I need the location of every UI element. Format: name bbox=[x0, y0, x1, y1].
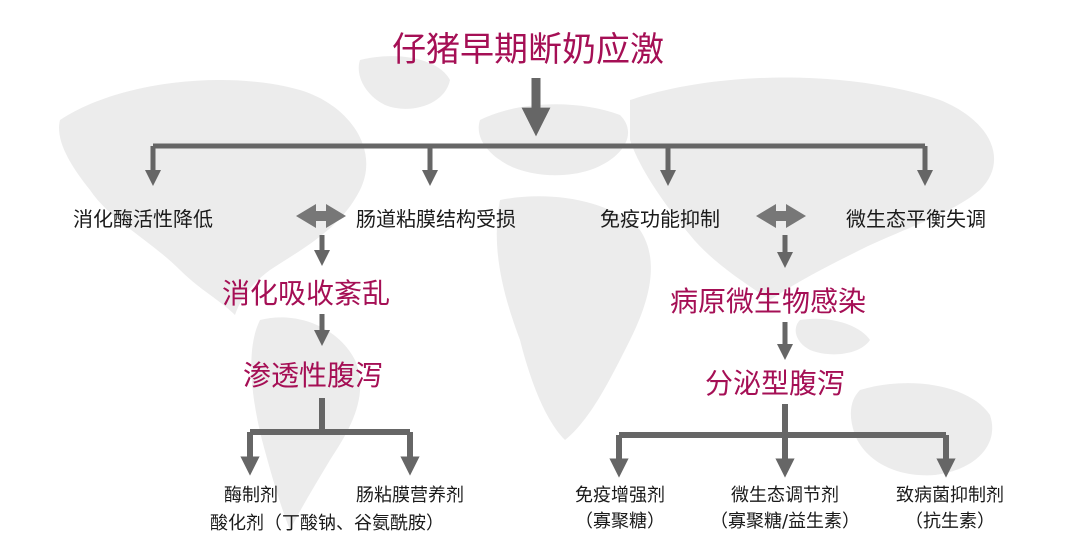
remedy-pathogen-inhibitor-line1: 致病菌抑制剂 bbox=[896, 485, 1004, 506]
remedy-immune-enhancer-line1: 免疫增强剂 bbox=[575, 485, 665, 506]
remedy-pathogen-inhibitor: 致病菌抑制剂 （抗生素） bbox=[880, 483, 1020, 535]
diagram-title: 仔猪早期断奶应激 bbox=[392, 30, 664, 70]
remedy-pathogen-inhibitor-line2: （抗生素） bbox=[905, 511, 995, 532]
remedy-acidifier: 酸化剂（丁酸钠、谷氨酰胺） bbox=[210, 513, 444, 534]
remedy-immune-enhancer-line2: （寡聚糖） bbox=[575, 511, 665, 532]
cause-mucosa-damage: 肠道粘膜结构受损 bbox=[356, 207, 516, 231]
double-arrow-right bbox=[756, 204, 806, 228]
double-arrow-left bbox=[296, 204, 346, 228]
cause-microbiota-imbalance: 微生态平衡失调 bbox=[846, 207, 986, 231]
remedy-immune-enhancer: 免疫增强剂 （寡聚糖） bbox=[555, 483, 685, 535]
remedy-enzyme: 酶制剂 bbox=[224, 485, 278, 506]
remedy-microbiota-regulator-line1: 微生态调节剂 bbox=[731, 485, 839, 506]
cause-immune-suppression: 免疫功能抑制 bbox=[600, 207, 720, 231]
effect-osmotic-diarrhea: 渗透性腹泻 bbox=[243, 359, 384, 392]
effect-secretory-diarrhea: 分泌型腹泻 bbox=[705, 367, 846, 400]
remedy-mucosa-nutrient: 肠粘膜营养剂 bbox=[356, 485, 464, 506]
cause-digestive-enzyme: 消化酶活性降低 bbox=[73, 207, 213, 231]
effect-digestion-disorder: 消化吸收紊乱 bbox=[222, 277, 391, 310]
effect-pathogen-infection: 病原微生物感染 bbox=[670, 285, 867, 318]
remedy-microbiota-regulator-line2: （寡聚糖/益生素） bbox=[709, 511, 861, 532]
remedy-microbiota-regulator: 微生态调节剂 （寡聚糖/益生素） bbox=[700, 483, 870, 535]
